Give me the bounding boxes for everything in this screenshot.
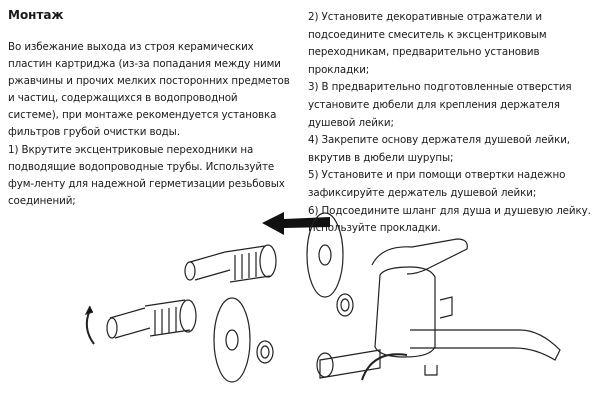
text-line: переходникам, предварительно установив bbox=[308, 46, 540, 59]
text-line: соединений; bbox=[8, 194, 76, 207]
text-line: и частиц, содержащихся в водопроводной bbox=[8, 91, 238, 104]
text-line: 4) Закрепите основу держателя душевой ле… bbox=[308, 134, 570, 147]
text-line: зафиксируйте держатель душевой лейки; bbox=[308, 186, 537, 199]
eccentric-adapter-lower bbox=[84, 299, 197, 345]
text-line: 5) Установите и при помощи отвертки наде… bbox=[308, 169, 566, 182]
faucet-mixer bbox=[316, 238, 561, 381]
text-line: душевой лейки; bbox=[308, 116, 394, 129]
steps-2-6: 2) Установите декоративные отражатели и … bbox=[308, 9, 591, 238]
text-line: 3) В предварительно подготовленные отвер… bbox=[308, 81, 572, 94]
gasket-lower bbox=[256, 340, 274, 364]
eccentric-adapter-upper bbox=[184, 244, 277, 283]
text-line: фум-ленту для надежной герметизации резь… bbox=[8, 177, 285, 190]
text-line: вкрутив в дюбели шурупы; bbox=[308, 151, 454, 164]
text-line: 2) Установите декоративные отражатели и bbox=[308, 11, 542, 23]
text-line: подводящие водопроводные трубы. Использу… bbox=[8, 160, 275, 173]
text-line: ржавчины и прочих мелких посторонних пре… bbox=[8, 74, 290, 87]
text-line: 1) Вкрутите эксцентриковые переходники н… bbox=[8, 144, 254, 156]
text-line: системе), при монтаже рекомендуется уста… bbox=[8, 108, 277, 121]
decorative-flange-upper bbox=[306, 212, 344, 298]
text-line: подсоедините смеситель к эксцентриковым bbox=[308, 28, 547, 41]
text-line: пластин картриджа (из-за попадания между… bbox=[8, 57, 281, 70]
text-line: Во избежание выхода из строя керамически… bbox=[8, 41, 254, 53]
text-line: фильтров грубой очистки воды. bbox=[8, 125, 180, 138]
section-title: Монтаж bbox=[8, 8, 64, 22]
gasket-upper bbox=[336, 293, 354, 317]
step-1-paragraph: 1) Вкрутите эксцентриковые переходники н… bbox=[8, 142, 285, 210]
text-line: 6) Подсоедините шланг для душа и душевую… bbox=[308, 204, 591, 217]
direction-arrow-icon bbox=[262, 212, 330, 235]
text-line: прокладки; bbox=[308, 63, 370, 76]
intro-paragraph: Во избежание выхода из строя керамически… bbox=[8, 39, 290, 140]
text-line: установите дюбели для крепления держател… bbox=[308, 98, 560, 111]
text-line: Используйте прокладки. bbox=[308, 222, 441, 235]
decorative-flange-lower bbox=[213, 297, 251, 383]
